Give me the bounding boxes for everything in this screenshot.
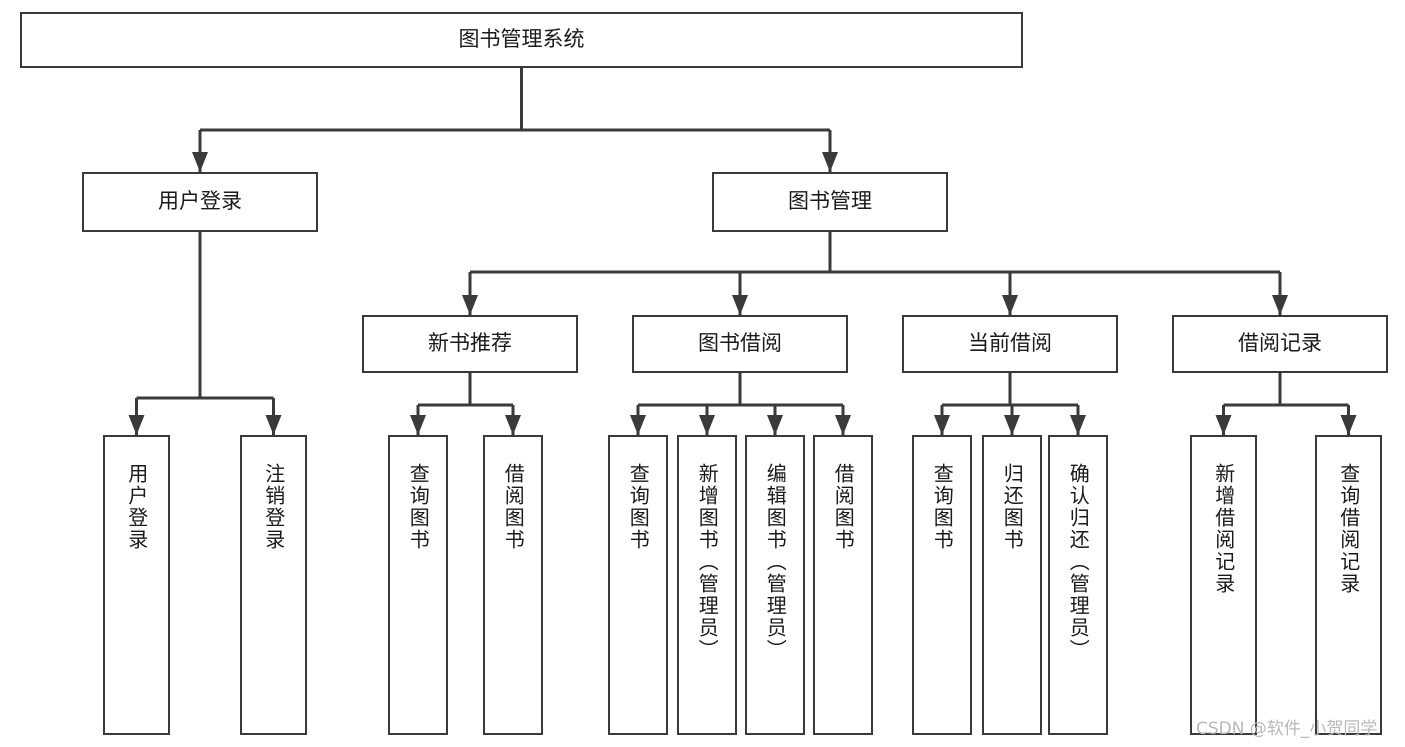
node-borrow[interactable]: 图书借阅 — [632, 315, 848, 373]
node-l_return[interactable]: 归还图书 — [982, 435, 1042, 735]
arrowhead-icon — [1272, 295, 1288, 315]
node-book_mgmt[interactable]: 图书管理 — [712, 172, 948, 232]
node-label: 查询借阅记录 — [1336, 463, 1361, 595]
arrowhead-icon — [1215, 415, 1232, 435]
arrowhead-icon — [934, 415, 950, 435]
node-label: 新书推荐 — [428, 331, 512, 356]
node-label: 查询图书 — [626, 463, 651, 551]
arrowhead-icon — [410, 415, 426, 435]
arrowhead-icon — [1340, 415, 1357, 435]
node-label: 图书管理 — [788, 189, 872, 214]
node-label: 用户登录 — [158, 189, 242, 214]
node-label: 查询图书 — [930, 463, 955, 551]
arrowhead-icon — [630, 415, 646, 435]
node-l_add[interactable]: 新增图书（管理员） — [677, 435, 737, 735]
node-l_borrow2[interactable]: 借阅图书 — [813, 435, 873, 735]
node-label: 用户登录 — [124, 463, 149, 551]
node-l_edit[interactable]: 编辑图书（管理员） — [745, 435, 805, 735]
arrowhead-icon — [1070, 415, 1086, 435]
node-new_rec[interactable]: 新书推荐 — [362, 315, 578, 373]
arrowhead-icon — [1002, 295, 1018, 315]
arrowhead-icon — [1004, 415, 1020, 435]
node-l_logout[interactable]: 注销登录 — [240, 435, 307, 735]
node-user_login[interactable]: 用户登录 — [82, 172, 318, 232]
node-current[interactable]: 当前借阅 — [902, 315, 1118, 373]
arrowhead-icon — [192, 152, 208, 172]
node-records[interactable]: 借阅记录 — [1172, 315, 1388, 373]
watermark-label: CSDN @软件_小贺同学 — [1196, 719, 1378, 739]
arrowhead-icon — [128, 415, 145, 435]
node-l_login[interactable]: 用户登录 — [103, 435, 170, 735]
node-label: 新增图书（管理员） — [695, 463, 720, 661]
node-label: 当前借阅 — [968, 331, 1052, 356]
node-label: 借阅图书 — [501, 463, 526, 551]
node-label: 查询图书 — [406, 463, 431, 551]
node-label: 确认归还（管理员） — [1066, 463, 1091, 661]
arrowhead-icon — [835, 415, 851, 435]
node-label: 归还图书 — [1000, 463, 1025, 551]
arrowhead-icon — [732, 295, 748, 315]
node-label: 注销登录 — [261, 463, 286, 551]
arrowhead-icon — [822, 152, 838, 172]
node-label: 编辑图书（管理员） — [763, 463, 788, 661]
node-label: 借阅记录 — [1238, 331, 1322, 356]
node-l_query3[interactable]: 查询图书 — [912, 435, 972, 735]
node-label: 图书管理系统 — [458, 27, 585, 52]
node-l_confirm[interactable]: 确认归还（管理员） — [1048, 435, 1108, 735]
node-l_addrec[interactable]: 新增借阅记录 — [1190, 435, 1257, 735]
arrowhead-icon — [265, 415, 282, 435]
arrowhead-icon — [462, 295, 478, 315]
node-l_query2[interactable]: 查询图书 — [608, 435, 668, 735]
node-l_borrow1[interactable]: 借阅图书 — [483, 435, 543, 735]
arrowhead-icon — [767, 415, 783, 435]
arrowhead-icon — [505, 415, 521, 435]
node-l_query1[interactable]: 查询图书 — [388, 435, 448, 735]
node-root[interactable]: 图书管理系统 — [20, 12, 1023, 68]
node-l_qryrec[interactable]: 查询借阅记录 — [1315, 435, 1382, 735]
node-label: 图书借阅 — [698, 331, 782, 356]
arrowhead-icon — [699, 415, 715, 435]
node-label: 新增借阅记录 — [1211, 463, 1236, 595]
node-label: 借阅图书 — [831, 463, 856, 551]
